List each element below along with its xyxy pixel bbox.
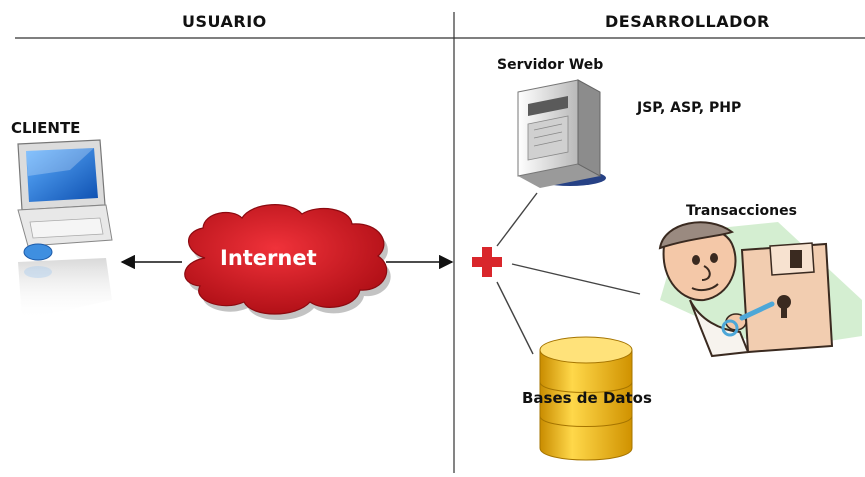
transactions-label: Transacciones xyxy=(686,203,797,219)
desarrollador-header: DESARROLLADOR xyxy=(605,12,770,31)
cloud-icon xyxy=(184,204,391,320)
floppy-key-character-icon xyxy=(658,221,862,358)
databases-label: Bases de Datos xyxy=(522,389,652,407)
web-server-label: Servidor Web xyxy=(497,57,604,73)
client-label: CLIENTE xyxy=(11,119,81,137)
internet-label: Internet xyxy=(220,246,317,270)
hub-database-connector xyxy=(496,281,534,355)
languages-label: JSP, ASP, PHP xyxy=(637,100,742,116)
usuario-header: USUARIO xyxy=(182,12,267,31)
hub-server-connector xyxy=(496,192,538,247)
hub-transactions-connector xyxy=(511,263,641,295)
server-tower-icon xyxy=(517,79,606,188)
database-cylinder-icon xyxy=(539,336,633,461)
plus-icon xyxy=(470,245,504,279)
desktop-computer-icon xyxy=(17,139,113,320)
